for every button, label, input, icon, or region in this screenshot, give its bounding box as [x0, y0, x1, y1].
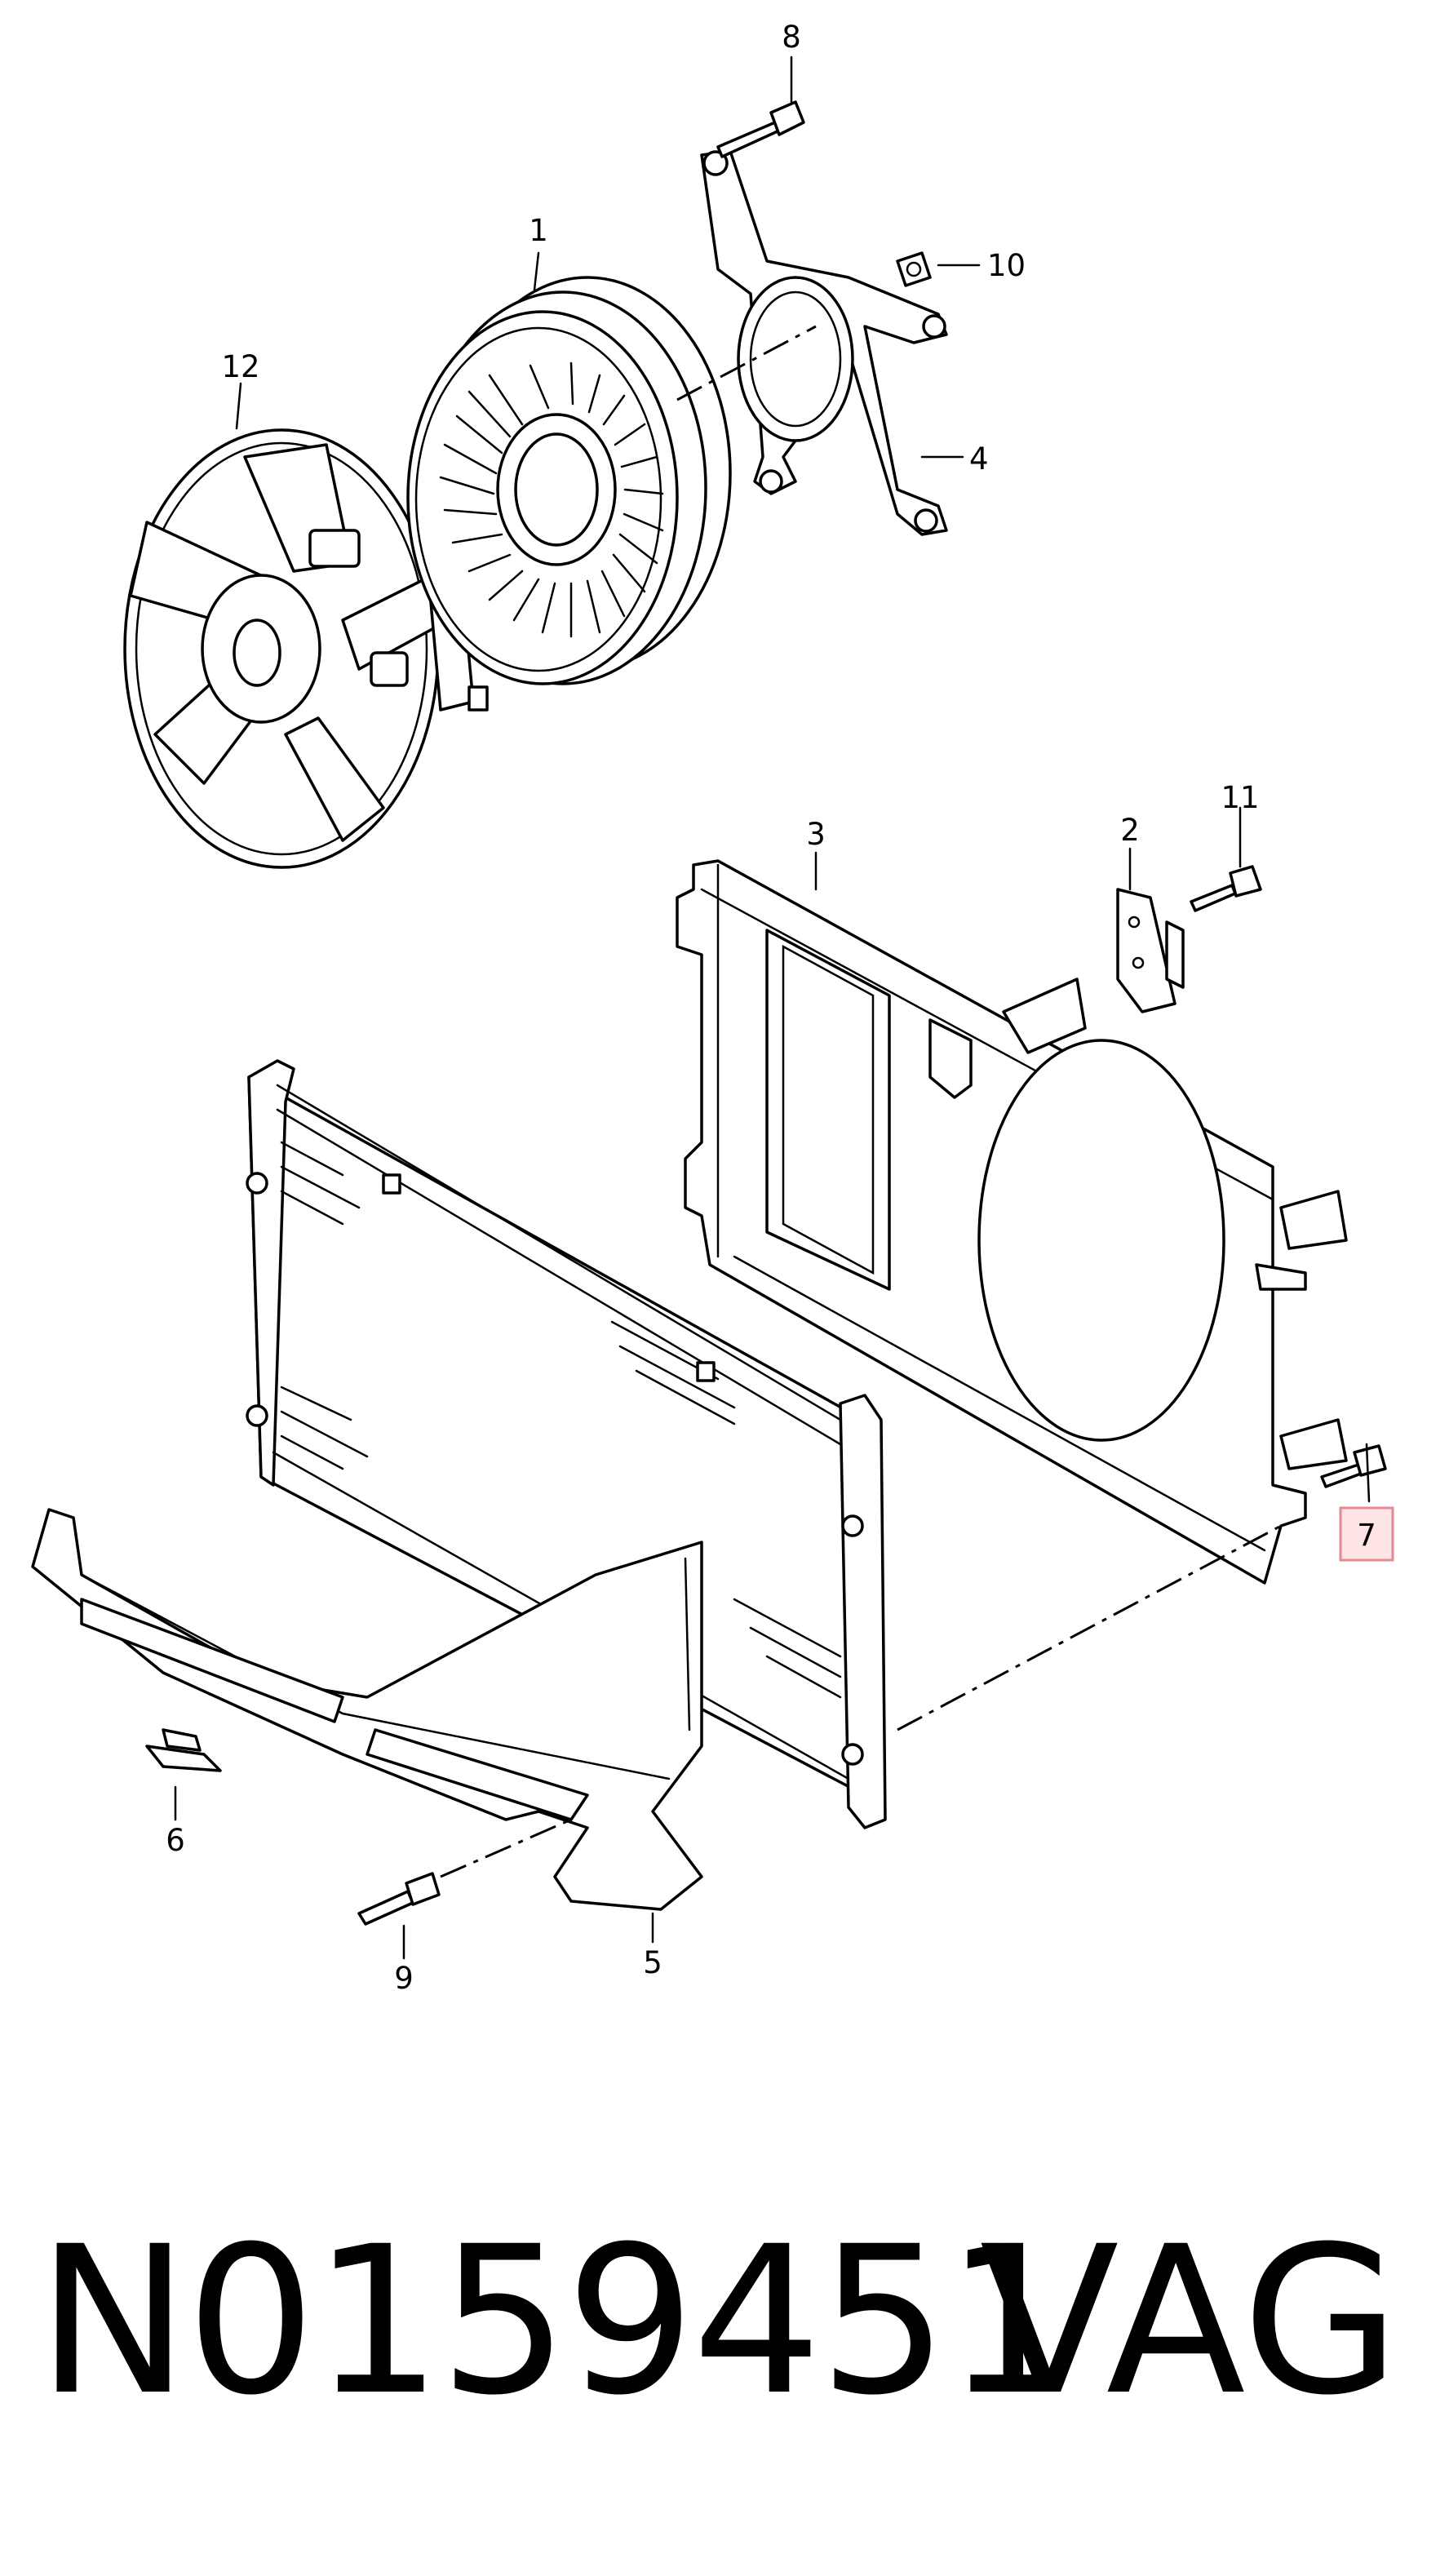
fan-blade-12: [123, 428, 489, 869]
callout-highlight-7: [1339, 1506, 1394, 1562]
callout-label-1: 1: [529, 213, 548, 248]
nut-10: [896, 251, 932, 287]
callout-label-4: 4: [969, 441, 989, 477]
exploded-parts-diagram: 1 12 8 10 4 3 2 11 7 6 9 5: [31, 20, 1394, 1996]
callout-label-10: 10: [987, 248, 1026, 283]
part-number: N0159451: [37, 2202, 1075, 2440]
callout-label-12: 12: [221, 349, 259, 384]
bolt-11: [1190, 865, 1262, 912]
bolt-8: [716, 100, 805, 158]
mount-2: [1116, 888, 1185, 1013]
clip-6: [145, 1728, 222, 1772]
callout-label-11: 11: [1221, 780, 1259, 815]
radiator: [246, 1059, 887, 1829]
rivet-9: [357, 1872, 441, 1926]
callout-label-2: 2: [1120, 813, 1140, 848]
callout-label-3: 3: [806, 817, 826, 852]
brand-label: VAG: [979, 2202, 1400, 2440]
callout-label-5: 5: [643, 1945, 662, 1980]
callout-label-6: 6: [166, 1823, 185, 1858]
fan-shroud-3: [676, 859, 1348, 1585]
bolt-7: [1320, 1444, 1387, 1488]
leader-lines: [174, 55, 1371, 1960]
callout-label-8: 8: [782, 20, 801, 55]
callouts: 1 12 8 10 4 3 2 11 7 6 9 5: [166, 20, 1394, 1996]
callout-label-9: 9: [394, 1961, 414, 1996]
fan-clutch-1: [406, 276, 732, 685]
air-guide-5: [31, 1508, 703, 1911]
bracket-4: [700, 149, 948, 536]
callout-label-7: 7: [1357, 1518, 1376, 1553]
